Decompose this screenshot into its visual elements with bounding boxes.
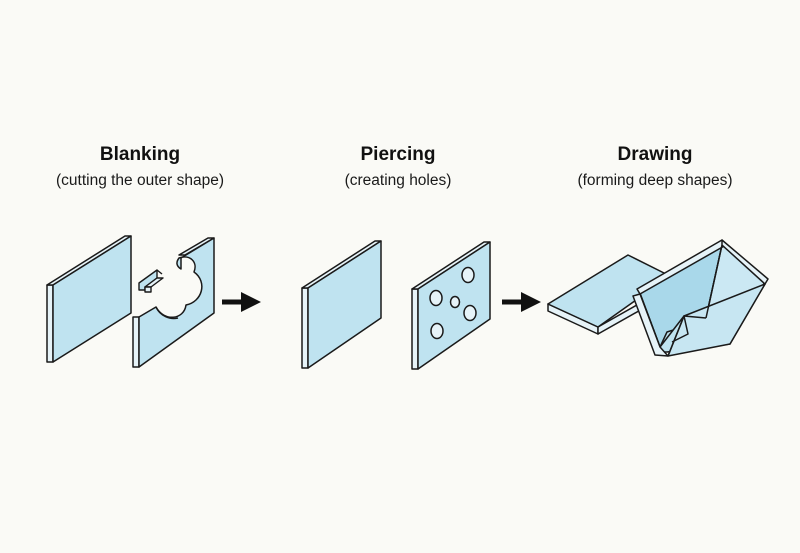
step-title: Blanking bbox=[99, 144, 181, 165]
step-subtitle: (cutting the outer shape) bbox=[55, 172, 225, 189]
cut-piece-icon bbox=[138, 269, 164, 293]
step-subtitle: (creating holes) bbox=[344, 172, 452, 189]
flat-sheet-icon bbox=[301, 240, 382, 369]
pierced-plate-icon bbox=[411, 241, 491, 370]
blanked-part-icon bbox=[132, 237, 215, 368]
step-title: Piercing bbox=[360, 144, 436, 165]
step-drawing-label: Drawing (forming deep shapes) bbox=[525, 143, 785, 192]
step-subtitle: (forming deep shapes) bbox=[577, 172, 733, 189]
drawn-channel-icon bbox=[632, 239, 769, 357]
step-blanking-label: Blanking (cutting the outer shape) bbox=[10, 143, 270, 192]
flat-sheet-icon bbox=[46, 235, 132, 363]
step-title: Drawing bbox=[617, 144, 693, 165]
step-piercing-label: Piercing (creating holes) bbox=[268, 143, 528, 192]
